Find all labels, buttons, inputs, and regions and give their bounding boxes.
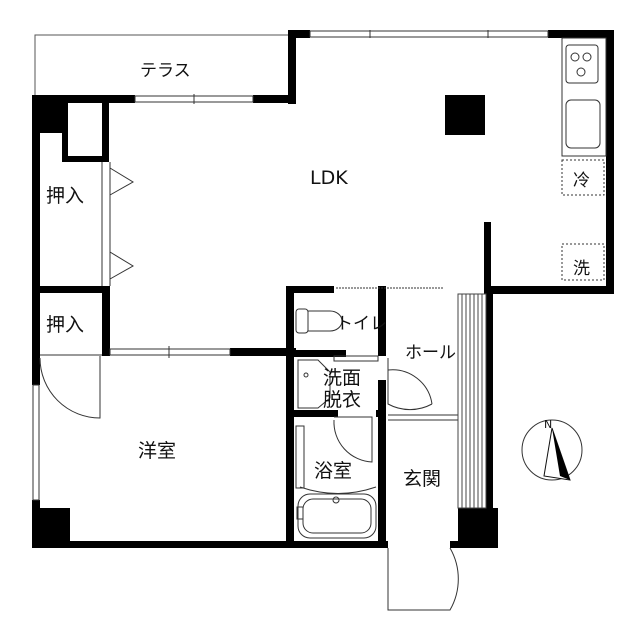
- stove-burner-icon: [576, 67, 586, 77]
- shoe-cabinet: [457, 293, 487, 509]
- label-entrance: 玄関: [403, 468, 441, 490]
- label-washroom-line2: 脱衣: [323, 389, 361, 411]
- walls: [32, 30, 614, 548]
- pillar: [445, 95, 485, 135]
- label-closet-lower: 押入: [46, 314, 84, 336]
- sink-icon: [565, 99, 601, 149]
- label-toilet: トイレ: [336, 314, 387, 334]
- label-bathroom: 浴室: [314, 460, 352, 482]
- fridge-space: [561, 159, 605, 196]
- door-swings: [39, 355, 459, 611]
- label-closet-upper: 押入: [46, 185, 84, 207]
- kitchen-counter: [561, 37, 607, 281]
- stove-burner-icon: [582, 52, 592, 62]
- label-western-room: 洋室: [138, 440, 176, 462]
- label-terrace: テラス: [140, 61, 191, 81]
- compass: N: [521, 418, 583, 481]
- label-ldk: LDK: [310, 167, 348, 189]
- label-washer: 洗: [573, 259, 590, 279]
- washbasin-icon: [297, 359, 331, 409]
- closet-doors: [40, 162, 134, 356]
- washer-space: [561, 243, 605, 281]
- windows: [32, 30, 549, 501]
- bathtub-icon: [295, 425, 377, 539]
- compass-ring: [521, 419, 583, 481]
- label-hall: ホール: [405, 343, 456, 363]
- label-washroom-line1: 洗面: [323, 367, 361, 389]
- label-refrigerator: 冷: [573, 171, 590, 191]
- compass-north-label: N: [544, 418, 552, 431]
- toilet-icon: [295, 308, 343, 334]
- stove-burner-icon: [570, 52, 580, 62]
